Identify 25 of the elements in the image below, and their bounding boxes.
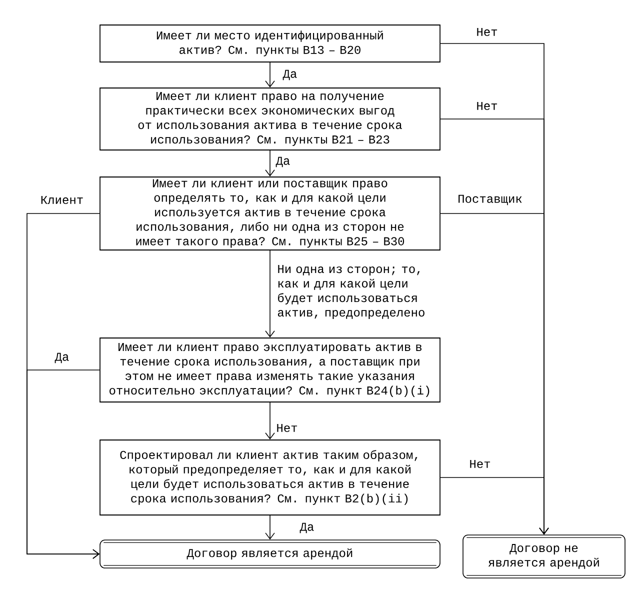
- edge-label: Да: [54, 352, 69, 364]
- edge-label: Нет: [470, 460, 490, 468]
- edge-label: Нет: [477, 102, 498, 110]
- arrow: [265, 250, 275, 338]
- decision-box: Спроектировал ли клиент актив таким образом, который предопределяет то, как и для какой цели будет использоваться актив в течение срока использования? См. пункт B2(b)(ii): [100, 440, 440, 516]
- arrow: [26, 370, 100, 559]
- edge-label: Да: [276, 156, 290, 168]
- edge-label: Клиент: [41, 196, 83, 204]
- edge-label: Ни одна из сторон; то, как и для какой цели будет использоваться актив, предопределено: [278, 265, 424, 319]
- terminal-box: Договор не является арендой: [462, 534, 626, 578]
- edge-label: Да: [282, 70, 297, 80]
- arrow: [440, 477, 549, 535]
- edge-label: Нет: [277, 424, 298, 432]
- arrow: [265, 150, 275, 177]
- edge-label: Да: [300, 522, 314, 534]
- decision-box: Имеет ли клиент право эксплуатировать актив в течение срока использования, а поставщик при этом не имеет права изменять такие указания относительно эксплуатации? См. пункт B24(b)(i): [100, 338, 440, 402]
- terminal-box: Договор является арендой: [100, 540, 440, 568]
- arrow: [265, 515, 275, 540]
- arrow: [265, 62, 275, 88]
- edge-label: Поставщик: [458, 194, 522, 206]
- decision-box: Имеет ли место идентифицированный актив? См. пункты B13 – B20: [100, 24, 440, 62]
- decision-box: Имеет ли клиент право на получение практически всех экономических выгод от использования актива в течение срока использования? См. пункты B21 – B23: [100, 88, 440, 150]
- decision-box: Имеет ли клиент или поставщик право определять то, как и для какой цели используется актив в течение срока использования, либо ни одна из сторон не имеет такого права? См. пункты B25 – B30: [100, 176, 440, 250]
- arrow: [265, 402, 275, 440]
- edge-label: Нет: [477, 28, 498, 36]
